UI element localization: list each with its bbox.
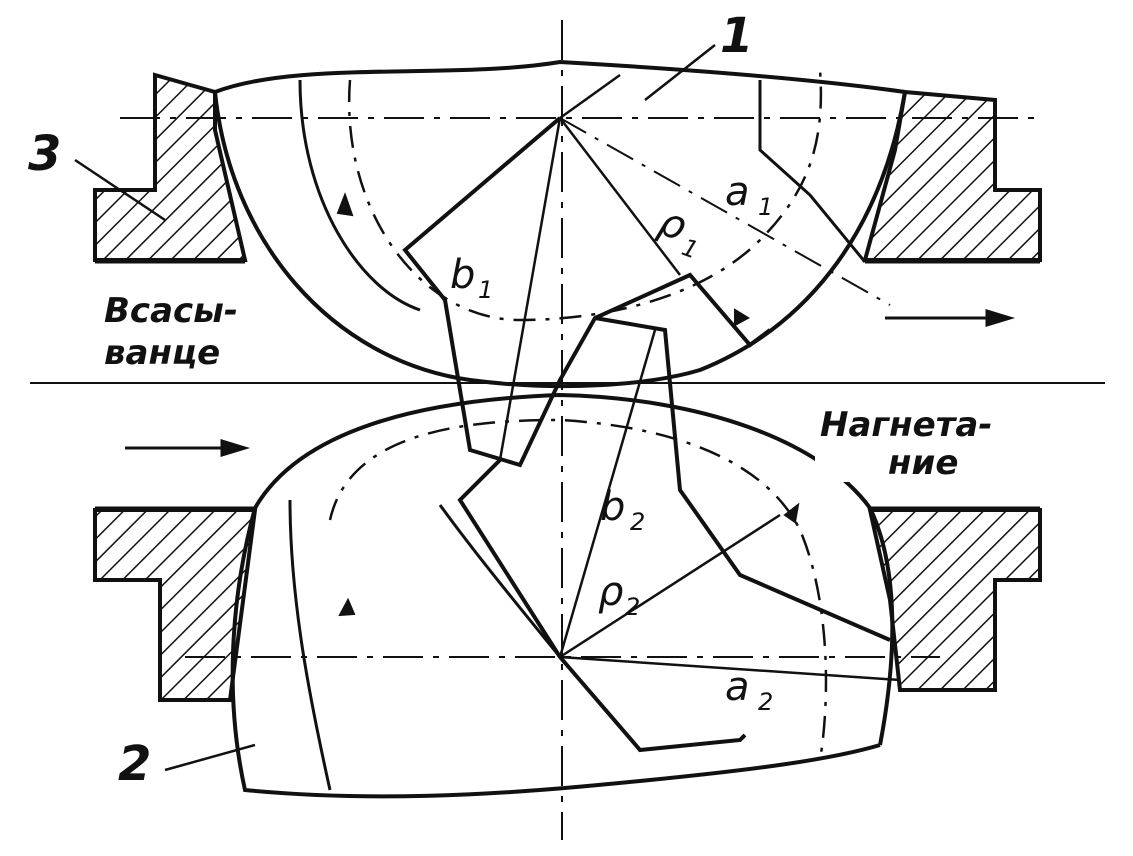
centre-lines [30,20,1105,840]
label-part-2: 2 [118,736,151,792]
label-b1: b 1 [450,252,493,304]
label-suction: Всасы- ванце [100,285,268,373]
housing-upper-left [93,72,248,262]
leader-lines [74,44,716,772]
svg-text:1: 1 [478,276,493,304]
svg-text:b: b [600,484,625,530]
upper-rotor [213,59,907,468]
label-part-1: 1 [720,8,753,64]
label-rho1: ρ 1 [653,198,702,265]
svg-text:ние: ние [888,443,958,483]
svg-text:2: 2 [758,688,773,716]
channel-walls [95,260,1040,510]
svg-text:a: a [725,169,750,215]
label-a2: a 2 [725,664,773,716]
svg-text:b: b [450,252,475,298]
label-discharge: Нагнета- ние [815,398,1020,483]
label-a1: a 1 [725,169,773,221]
svg-text:1: 1 [678,233,702,265]
svg-text:Нагнета-: Нагнета- [820,405,992,445]
svg-text:Всасы-: Всасы- [104,291,238,331]
label-b2: b 2 [600,484,645,536]
flow-arrows [125,308,1016,458]
svg-text:1: 1 [758,193,773,221]
lower-rotor [230,308,901,799]
housing-lower-right [867,508,1042,692]
housing-upper-right [862,89,1042,262]
label-rho2: ρ 2 [598,569,640,621]
label-part-3: 3 [28,126,61,182]
svg-text:2: 2 [630,508,645,536]
svg-text:ρ: ρ [598,569,623,615]
svg-text:a: a [725,664,750,710]
svg-text:2: 2 [625,593,640,621]
svg-text:ванце: ванце [104,333,220,373]
